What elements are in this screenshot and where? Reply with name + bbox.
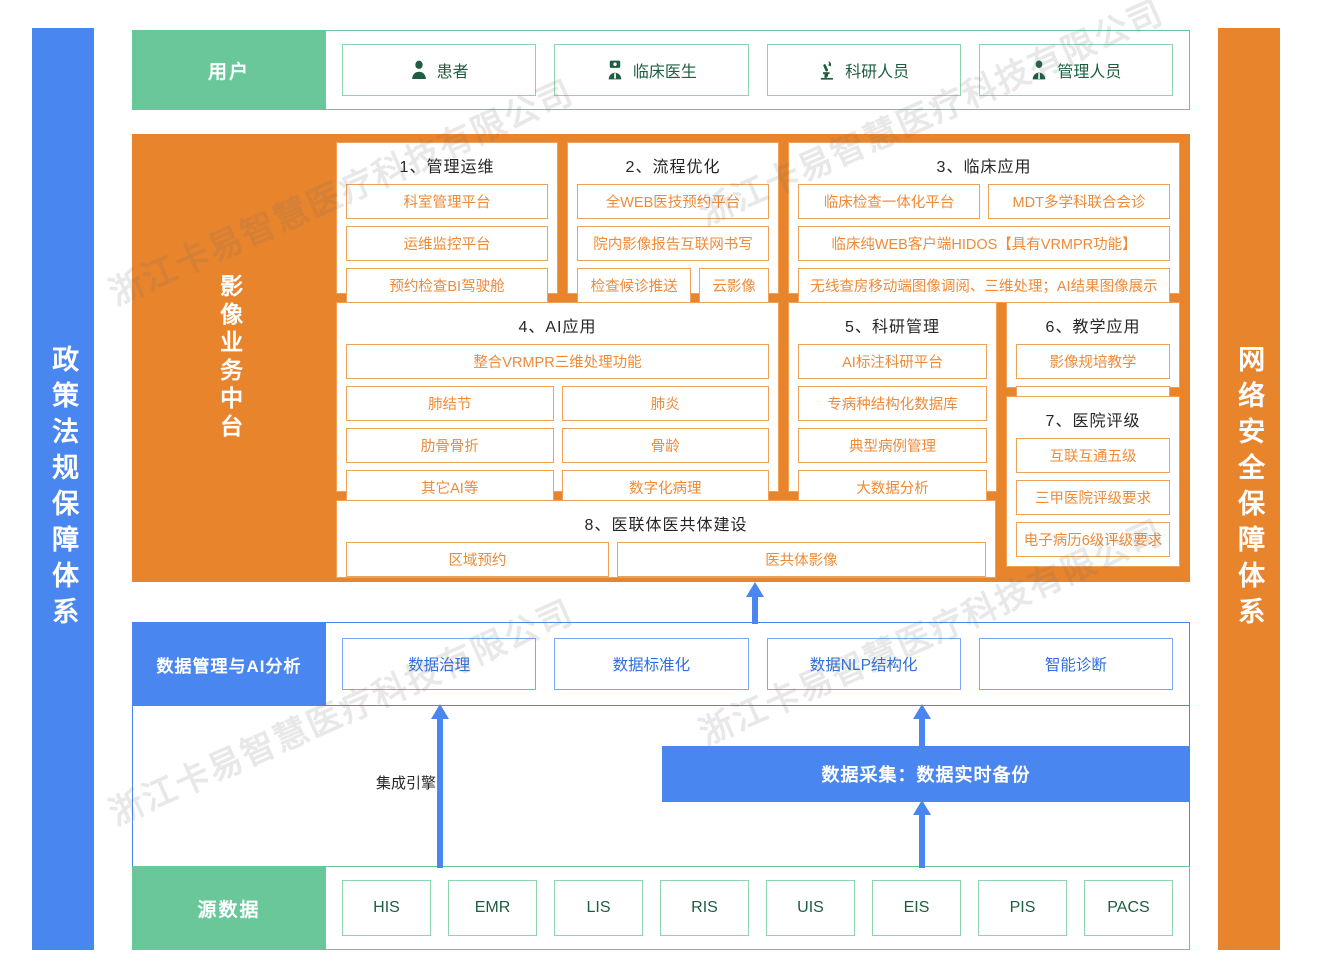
user-card-patient[interactable]: 患者 [342,44,537,96]
users-row-label: 用户 [132,30,326,110]
chip-digital-pathology[interactable]: 数字化病理 [561,470,769,505]
platform-card-5-title: 5、科研管理 [845,319,940,336]
doctor-icon [608,60,622,80]
data-card-governance[interactable]: 数据治理 [342,638,537,690]
data-card-nlp-structuring[interactable]: 数据NLP结构化 [766,638,961,690]
platform-card-4-title: 4、AI应用 [518,319,597,336]
microscope-icon [820,61,834,80]
chip-waiting-push[interactable]: 检查候诊推送 [577,268,692,303]
user-card-administrator[interactable]: 管理人员 [978,44,1173,96]
data-management-row: 数据管理与AI分析 数据治理 数据标准化 数据NLP结构化 智能诊断 [132,622,1190,706]
chip-emr-level6-req[interactable]: 电子病历6级评级要求 [1016,522,1170,557]
chip-ai-annotation[interactable]: AI标注科研平台 [798,344,987,379]
source-data-row: 源数据 HIS EMR LIS RIS UIS EIS PIS PACS [132,866,1190,950]
data-collection-bar: 数据采集：数据实时备份 [662,746,1190,802]
user-card-researcher[interactable]: 科研人员 [766,44,961,96]
chip-bone-age[interactable]: 骨龄 [561,428,769,463]
data-management-row-body: 数据治理 数据标准化 数据NLP结构化 智能诊断 [326,622,1190,706]
source-card-pis[interactable]: PIS [978,880,1067,936]
manager-icon [1033,60,1046,80]
chip-imaging-training[interactable]: 影像规培教学 [1016,344,1170,379]
user-card-clinician-label: 临床医生 [632,64,697,81]
user-card-researcher-label: 科研人员 [845,64,910,81]
platform-card-6: 6、教学应用 影像规培教学 远程互动教学 [1006,302,1180,421]
platform-card-2: 2、流程优化 全WEB医技预约平台 院内影像报告互联网书写 检查候诊推送 云影像 [567,142,779,303]
chip-cloud-imaging[interactable]: 云影像 [699,268,769,303]
chip-typical-cases[interactable]: 典型病例管理 [798,428,987,463]
source-card-uis[interactable]: UIS [766,880,855,936]
source-card-his[interactable]: HIS [342,880,431,936]
chip-pneumonia[interactable]: 肺炎 [561,386,769,421]
users-row-body: 患者 临床医生 科研人员 [326,30,1190,110]
chip-mobile-rounds[interactable]: 无线查房移动端图像调阅、三维处理；AI结果图像展示 [798,268,1170,303]
data-card-intelligent-diagnosis[interactable]: 智能诊断 [978,638,1173,690]
chip-ops-monitor[interactable]: 运维监控平台 [346,226,548,261]
platform-row-body: 1、管理运维 科室管理平台 运维监控平台 预约检查BI驾驶舱 2、流程优化 全W… [326,134,1190,582]
chip-mdt[interactable]: MDT多学科联合会诊 [988,184,1170,219]
source-card-ris[interactable]: RIS [660,880,749,936]
platform-card-7: 7、医院评级 互联互通五级 三甲医院评级要求 电子病历6级评级要求 [1006,396,1180,567]
chip-vrmpr-3d[interactable]: 整合VRMPR三维处理功能 [346,344,769,379]
pillar-right-label: 网络安全保障体系 [1234,345,1265,633]
chip-rib-fracture[interactable]: 肋骨骨折 [346,428,554,463]
data-management-row-label: 数据管理与AI分析 [132,622,326,706]
arrow-data-to-platform [738,582,772,624]
platform-card-5: 5、科研管理 AI标注科研平台 专病种结构化数据库 典型病例管理 大数据分析 [788,302,997,505]
chip-dept-mgmt[interactable]: 科室管理平台 [346,184,548,219]
pillar-network-security: 网络安全保障体系 [1218,28,1280,950]
platform-col-teaching-rating: 6、教学应用 影像规培教学 远程互动教学 7、医院评级 互联互通五级 三甲医院评… [1006,302,1180,567]
chip-exam-integration[interactable]: 临床检查一体化平台 [798,184,980,219]
platform-card-8-title: 8、医联体医共体建设 [584,517,748,534]
patient-icon [411,60,426,79]
user-card-patient-label: 患者 [436,64,469,81]
platform-card-3: 3、临床应用 临床检查一体化平台 MDT多学科联合会诊 临床纯WEB客户端HID… [788,142,1180,303]
platform-card-4: 4、AI应用 整合VRMPR三维处理功能 肺结节 肺炎 肋骨骨折 骨龄 [336,302,779,505]
arrow-source-to-data-left [423,704,457,868]
platform-card-1-title: 1、管理运维 [399,159,495,176]
source-card-eis[interactable]: EIS [872,880,961,936]
chip-bi-cockpit[interactable]: 预约检查BI驾驶舱 [346,268,548,303]
source-card-lis[interactable]: LIS [554,880,643,936]
chip-medical-union-imaging[interactable]: 医共体影像 [616,542,986,577]
chip-report-writing[interactable]: 院内影像报告互联网书写 [577,226,769,261]
chip-regional-booking[interactable]: 区域预约 [346,542,609,577]
chip-interconnect-level5[interactable]: 互联互通五级 [1016,438,1170,473]
source-card-pacs[interactable]: PACS [1084,880,1173,936]
chip-hidos[interactable]: 临床纯WEB客户端HIDOS【具有VRMPR功能】 [798,226,1170,261]
chip-web-booking[interactable]: 全WEB医技预约平台 [577,184,769,219]
chip-grade3a-req[interactable]: 三甲医院评级要求 [1016,480,1170,515]
platform-card-7-title: 7、医院评级 [1045,413,1141,430]
platform-row-label-wrap: 影像业务中台 [132,134,326,582]
users-row: 用户 患者 临床医生 [132,30,1190,110]
platform-card-6-title: 6、教学应用 [1045,319,1141,336]
pillar-left-label: 政策法规保障体系 [48,345,79,633]
user-card-administrator-label: 管理人员 [1057,64,1122,81]
platform-row-label: 影像业务中台 [216,274,243,442]
data-card-standardization[interactable]: 数据标准化 [554,638,749,690]
pillar-policy-regulation: 政策法规保障体系 [32,28,94,950]
platform-card-2-title: 2、流程优化 [625,159,721,176]
user-card-clinician[interactable]: 临床医生 [554,44,749,96]
platform-card-8: 8、医联体医共体建设 区域预约 医共体影像 [336,500,996,578]
source-data-row-label: 源数据 [132,866,326,950]
source-data-row-body: HIS EMR LIS RIS UIS EIS PIS PACS [326,866,1190,950]
chip-lung-nodule[interactable]: 肺结节 [346,386,554,421]
source-card-emr[interactable]: EMR [448,880,537,936]
platform-card-3-title: 3、临床应用 [936,159,1032,176]
arrow-source-to-collect [905,800,939,868]
platform-card-1: 1、管理运维 科室管理平台 运维监控平台 预约检查BI驾驶舱 [336,142,558,303]
arrow-collect-to-data [905,704,939,748]
integration-engine-label: 集成引擎 [375,774,436,792]
platform-row: 影像业务中台 1、管理运维 科室管理平台 运维监控平台 预约检查BI驾驶舱 [132,134,1190,582]
chip-disease-db[interactable]: 专病种结构化数据库 [798,386,987,421]
